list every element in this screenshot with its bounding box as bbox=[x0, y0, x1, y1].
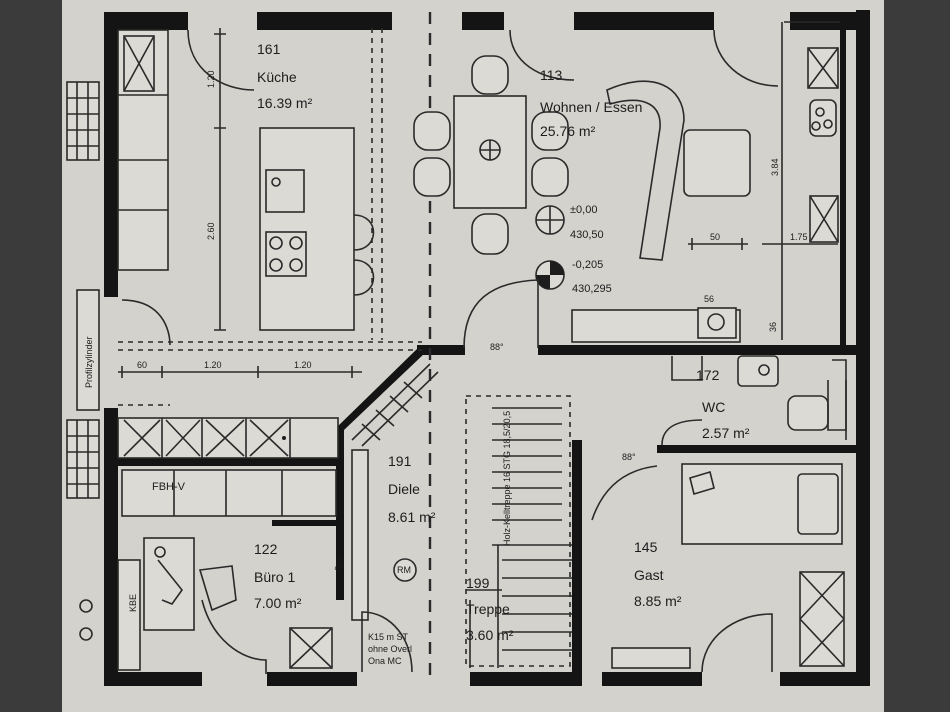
kitchen-island bbox=[259, 127, 355, 331]
hall-dimensions: 60 1.20 1.20 bbox=[118, 360, 362, 378]
kitchen-fixtures bbox=[117, 29, 375, 331]
living-hall-door bbox=[463, 279, 539, 349]
sofa bbox=[571, 80, 751, 343]
svg-text:50: 50 bbox=[710, 232, 720, 242]
room-treppe-number: 199 bbox=[466, 575, 490, 591]
guest-furniture bbox=[591, 463, 845, 673]
door-angle-2: 80° bbox=[332, 556, 346, 573]
profile-label: Profilzylinder bbox=[84, 336, 94, 388]
appliance bbox=[697, 307, 737, 339]
room-treppe-area: 3.60 m² bbox=[466, 627, 514, 643]
room-buero-name: Büro 1 bbox=[254, 569, 295, 585]
stair-note: Holz-Kelltreppe 16 STG 18,5/20,5 bbox=[502, 411, 512, 546]
svg-text:60: 60 bbox=[137, 360, 147, 370]
room-kueche-name: Küche bbox=[257, 69, 297, 85]
room-diele-area: 8.61 m² bbox=[388, 509, 436, 525]
office-chair bbox=[198, 565, 237, 612]
level-marker-1 bbox=[535, 205, 565, 235]
svg-text:2.60: 2.60 bbox=[206, 222, 216, 240]
room-wohnen-name: Wohnen / Essen bbox=[540, 99, 642, 115]
window-left-top bbox=[66, 81, 100, 161]
window-left-bottom bbox=[66, 419, 100, 499]
outer-symbol bbox=[79, 627, 93, 641]
room-buero-number: 122 bbox=[254, 541, 278, 557]
dashed-line-kitchen bbox=[371, 28, 383, 340]
room-kueche-number: 161 bbox=[257, 41, 281, 57]
room-diele-number: 191 bbox=[388, 453, 412, 469]
kbe-label: KBE bbox=[128, 594, 138, 612]
room-gast-area: 8.85 m² bbox=[634, 593, 682, 609]
dining-table bbox=[413, 55, 569, 255]
wc-fixtures bbox=[661, 355, 847, 446]
svg-text:56: 56 bbox=[704, 294, 714, 304]
level-1: ±0,00 bbox=[570, 204, 597, 216]
rm-symbol bbox=[393, 558, 417, 582]
svg-text:36: 36 bbox=[768, 322, 778, 332]
room-wc-name: WC bbox=[702, 399, 725, 415]
level-2: 430,50 bbox=[570, 229, 604, 241]
dashed-line-hall bbox=[118, 341, 422, 351]
svg-text:3.84: 3.84 bbox=[770, 158, 780, 176]
svg-text:1.75: 1.75 bbox=[790, 232, 808, 242]
room-wc-area: 2.57 m² bbox=[702, 425, 750, 441]
svg-text:1.20: 1.20 bbox=[294, 360, 312, 370]
note-line-3: Ona MC bbox=[368, 656, 402, 666]
room-gast-name: Gast bbox=[634, 567, 664, 583]
room-kueche-area: 16.39 m² bbox=[257, 95, 313, 111]
room-wohnen-area: 25.76 m² bbox=[540, 123, 596, 139]
level-4: 430,295 bbox=[572, 283, 612, 295]
door-angle-3: 88° bbox=[622, 452, 636, 462]
sink-icon bbox=[265, 169, 305, 213]
entry-door-swing bbox=[121, 299, 171, 346]
rm-label: RM bbox=[397, 565, 411, 575]
room-diele-name: Diele bbox=[388, 481, 420, 497]
room-wohnen-number: 113 bbox=[540, 67, 563, 83]
bottom-door-swing bbox=[361, 611, 413, 673]
hall-stair-rail bbox=[351, 363, 439, 621]
office-furniture bbox=[117, 417, 339, 674]
stairs bbox=[465, 395, 572, 668]
room-gast-number: 145 bbox=[634, 539, 658, 555]
kitchen-dimensions: 1.20 2.60 bbox=[206, 28, 226, 331]
note-line-2: ohne Overl bbox=[368, 644, 412, 654]
walls bbox=[104, 10, 870, 686]
outer-symbol bbox=[79, 599, 93, 613]
profile-box bbox=[76, 289, 100, 411]
svg-text:1.20: 1.20 bbox=[204, 360, 222, 370]
note-line-1: K15 m ST bbox=[368, 632, 409, 642]
kitchenette bbox=[781, 21, 840, 340]
level-marker-2 bbox=[535, 260, 565, 290]
room-buero-area: 7.00 m² bbox=[254, 595, 302, 611]
living-window-swing bbox=[713, 29, 779, 87]
room-treppe-name: Treppe bbox=[466, 601, 510, 617]
door-angle-1: 88° bbox=[490, 342, 504, 352]
fbh-label: FBH-V bbox=[152, 481, 186, 493]
floor-plan-drawing: Profilzylinder 1.20 2.60 161 Küche 16.39… bbox=[66, 10, 870, 686]
cooktop-icon bbox=[265, 231, 307, 277]
living-door-swing bbox=[509, 29, 575, 81]
level-3: -0,205 bbox=[572, 259, 603, 271]
svg-text:1.20: 1.20 bbox=[206, 70, 216, 88]
desk bbox=[143, 537, 195, 631]
floor-plan: Profilzylinder 1.20 2.60 161 Küche 16.39… bbox=[62, 0, 884, 712]
living-dimensions: 50 1.75 3.84 36 56 bbox=[688, 158, 838, 332]
room-wc-number: 172 bbox=[696, 367, 720, 383]
